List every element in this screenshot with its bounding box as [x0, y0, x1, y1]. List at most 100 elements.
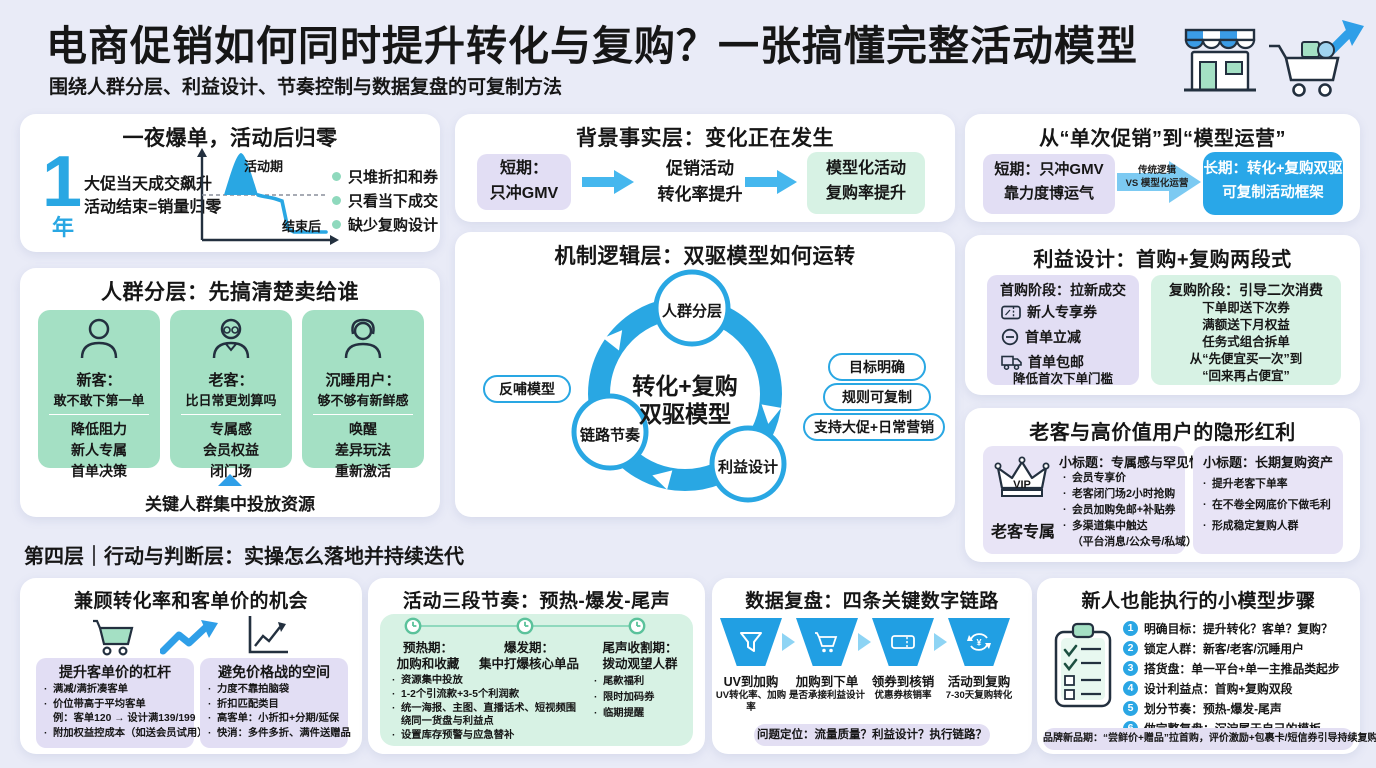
funnel-label: 加购到下单	[795, 675, 859, 689]
vip-asset-box: 小标题：长期复购资产 提升老客下单率 在不卷全网底价下做毛利 形成稳定复购人群	[1193, 446, 1343, 554]
segment-point: 差异玩法	[335, 442, 391, 458]
ticket-icon	[891, 635, 915, 649]
funnel-sub: 优惠券核销率	[874, 690, 932, 701]
chart-peak-label: 活动期	[244, 159, 284, 174]
segment-point: 重新激活	[335, 463, 391, 479]
funnel-coupon	[872, 618, 934, 666]
segment-point: 首单决策	[71, 463, 127, 479]
funnel-cart	[796, 618, 858, 666]
box-heading: 提升客单价的杠杆	[59, 664, 171, 680]
storefront-icon	[1184, 28, 1256, 92]
step-text: 设计利益点：首购+复购双段	[1144, 682, 1293, 696]
card-data-review: 数据复盘：四条关键数字链路 ¥ UV到加购 加购到下单 领券到核销 活动到复购 …	[712, 578, 1032, 754]
box-heading: 避免价格战的空间	[218, 664, 330, 680]
segment-question: 比日常更划算吗	[185, 393, 277, 408]
arrow-right-icon	[1117, 161, 1201, 203]
column-heading: 小标题：长期复购资产	[1203, 455, 1334, 470]
problem-locating-pill: 问题定位：流量质量？利益设计？执行链路？	[754, 724, 990, 746]
center-line: 双驱模型	[639, 401, 731, 427]
item-text: “回来再占便宜”	[1202, 369, 1290, 383]
column-heading: 小标题：专属感与罕见性	[1059, 455, 1203, 470]
funnel-sub: UV转化率、加购率	[715, 690, 787, 713]
vip-exclusive-box: VIP 老客专属 小标题：专属感与罕见性 会员专享价 老客闭门场2小时抢购 会员…	[983, 446, 1202, 554]
new-customer-icon	[80, 318, 118, 359]
list-item: 形成稳定复购人群	[1203, 516, 1339, 537]
repeat-yen-icon: ¥	[967, 633, 991, 651]
spike-chart	[197, 148, 339, 245]
segment-point: 唤醒	[349, 421, 377, 437]
list-item: 设置库存预警与应急替补	[392, 729, 584, 743]
card-shift-to-model: 从“单次促销”到“模型运营” 短期：只冲GMV 靠力度博运气 传统逻辑 VS 模…	[965, 114, 1360, 222]
big-number-unit: 年	[52, 215, 75, 240]
funnel-uv	[720, 618, 782, 666]
list-item: 快消：多件多折、满件送赠品	[208, 727, 351, 742]
center-line: 转化+复购	[632, 373, 738, 399]
list-item: 限时加码券	[594, 690, 688, 706]
list-item: 只堆折扣和券	[332, 166, 438, 187]
card-title: 机制逻辑层：双驱模型如何运转	[554, 245, 856, 268]
funnel-repeat: ¥	[948, 618, 1010, 666]
list-item: 临期提醒	[594, 706, 688, 722]
list-item: 会员专享价	[1063, 470, 1185, 486]
list-item: 新人专享券	[1001, 302, 1097, 322]
step-number: 1	[1123, 621, 1138, 636]
step-line: 转化率提升	[657, 185, 743, 204]
list-item: 只看当下成交	[332, 190, 438, 211]
step-line: 促销活动	[666, 159, 734, 178]
item-text: 任务式组合拆单	[1202, 335, 1290, 349]
chart-end-label: 结束后	[282, 219, 322, 234]
step-line: 可复制活动框架	[1222, 185, 1324, 201]
shift-long-term-box: 长期：转化+复购双驱 可复制活动框架	[1203, 152, 1343, 215]
segment-dormant-user: 沉睡用户： 够不够有新鲜感 唤醒 差异玩法 重新激活	[302, 310, 424, 479]
divider	[48, 414, 150, 415]
bullet-list: 提升老客下单率 在不卷全网底价下做毛利 形成稳定复购人群	[1203, 474, 1339, 537]
list-item: 老客闭门场2小时抢购	[1063, 486, 1185, 502]
big-number: 1	[42, 142, 83, 222]
segment-old-customer: 老客： 比日常更划算吗 专属感 会员权益 闭门场	[170, 310, 292, 479]
card-title: 活动三段节奏：预热-爆发-尾声	[402, 591, 671, 612]
phase-name: 尾声收割期：	[602, 641, 678, 655]
list-item: 在不卷全网底价下做毛利	[1203, 495, 1339, 516]
segment-point: 新人专属	[71, 442, 127, 458]
item-text: 满额送下月权益	[1202, 318, 1290, 332]
list-item: 提升老客下单率	[1203, 474, 1339, 495]
svg-text:¥: ¥	[976, 638, 981, 648]
item-text: 首单立减	[1025, 329, 1081, 345]
card-title: 数据复盘：四条关键数字链路	[745, 591, 999, 612]
card-title: 兼顾转化率和客单价的机会	[73, 591, 308, 612]
step-line: 只冲GMV	[489, 185, 559, 202]
vip-badge-caption: 老客专属	[990, 524, 1055, 541]
list-item: 折扣匹配类目	[208, 698, 346, 713]
box-heading: 首购阶段：拉新成交	[1000, 282, 1126, 298]
card-benefit-design: 利益设计：首购+复购两段式 首购阶段：拉新成交 新人专享券 首单立减 首单包邮 …	[965, 235, 1360, 395]
phase-desc: 集中打爆核心单品	[478, 657, 579, 671]
list-item: 1-2个引流款+3-5个利润款	[392, 688, 584, 702]
cart-icon	[93, 619, 134, 656]
card-pain-point: 一夜爆单，活动后归零 1 年 大促当天成交飙升 活动结束=销量归零 活动期 结束…	[20, 114, 440, 252]
item-text: 从“先便宜买一次”到	[1189, 352, 1303, 366]
phase-desc: 拨动观望人群	[602, 657, 678, 671]
list-item-note: （平台消息/公众号/私域）	[1072, 536, 1197, 548]
card-aov-opportunity: 兼顾转化率和客单价的机会 提升客单价的杠杆 满减/满折凑客单 价位带高于平均客单…	[20, 578, 362, 754]
arrow-caption-line2: VS 模型化运营	[1125, 178, 1189, 189]
funnel-label: 活动到复购	[947, 675, 1011, 689]
rhythm-panel: 预热期： 加购和收藏 爆发期： 集中打爆核心单品 尾声收割期： 拨动观望人群 资…	[380, 614, 693, 746]
list-item: 满减/满折凑客单	[44, 683, 192, 698]
segment-name: 新客：	[76, 372, 122, 389]
repeat-items: 下单即送下次券 满额送下月权益 任务式组合拆单 从“先便宜买一次”到 “回来再占…	[1151, 300, 1341, 385]
card-audience-segments: 人群分层：先搞清楚卖给谁 新客： 敢不敢下第一单 降低阻力 新人专属 首单决策 …	[20, 268, 440, 517]
arrow-right-icon	[934, 633, 947, 651]
bullet-list: 尾款福利 限时加码券 临期提醒	[594, 674, 688, 722]
cart-growth-icon	[1269, 20, 1364, 97]
funnel-label: 领券到核销	[871, 675, 935, 689]
step-number: 4	[1123, 681, 1138, 696]
step-number: 3	[1123, 661, 1138, 676]
cycle-diagram	[571, 269, 787, 503]
phase-warmup: 预热期： 加购和收藏	[380, 640, 476, 672]
node-benefit: 利益设计	[717, 459, 778, 476]
